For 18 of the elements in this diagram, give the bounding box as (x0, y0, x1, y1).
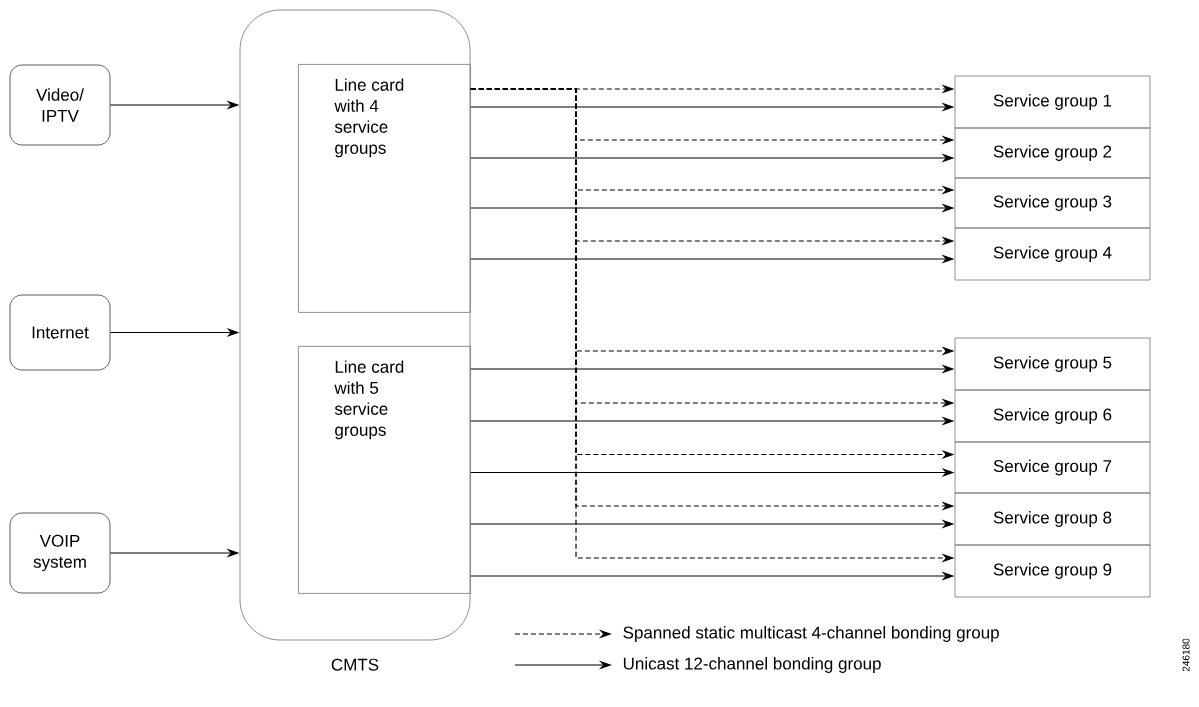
service-group-box: Service group 9 (954, 544, 1151, 598)
source-box: Video/ IPTV (9, 64, 111, 146)
service-group-box: Service group 3 (954, 177, 1151, 229)
service-group-box: Service group 7 (954, 441, 1151, 494)
legend-text: Spanned static multicast 4-channel bonding group (623, 626, 999, 642)
line-card-box: Line card with 4 service groups (298, 64, 471, 313)
service-group-box: Service group 2 (954, 127, 1151, 179)
legend-text: Unicast 12-channel bonding group (623, 657, 881, 673)
line-card-box: Line card with 5 service groups (298, 346, 471, 594)
source-box: VOIP system (9, 512, 111, 594)
service-group-box: Service group 8 (954, 492, 1151, 546)
service-group-box: Service group 5 (954, 337, 1151, 391)
service-group-box: Service group 6 (954, 389, 1151, 443)
service-group-box: Service group 4 (954, 227, 1151, 281)
node-label: CMTS (331, 658, 379, 671)
source-box: Internet (9, 294, 111, 371)
service-group-box: Service group 1 (954, 75, 1151, 129)
figure-number: 246180 (1182, 638, 1190, 672)
